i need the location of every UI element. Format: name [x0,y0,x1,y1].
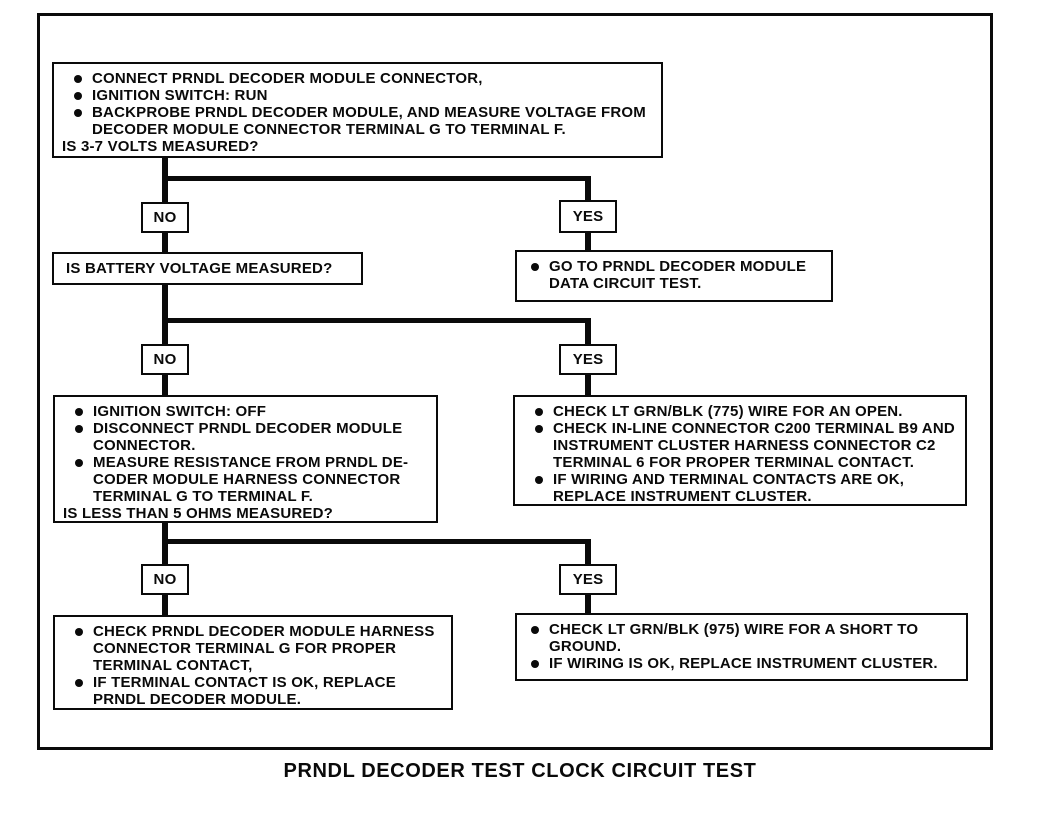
node-check-975-wire: CHECK LT GRN/BLK (975) WIRE FOR A SHORT … [515,613,968,681]
question-text: IS LESS THAN 5 OHMS MEASURED? [63,505,333,522]
branch-label-text: YES [572,351,604,368]
bullet-text: CHECK LT GRN/BLK (975) WIRE FOR A SHORT … [549,621,919,655]
bullet-icon [535,425,543,433]
bullet-text: IGNITION SWITCH: OFF [93,403,267,420]
bullet-text: CONNECT PRNDL DECODER MODULE CONNECTOR, [92,70,483,87]
bullet-item: MEASURE RESISTANCE FROM PRNDL DE-CODER M… [55,454,436,505]
question-text: IS 3-7 VOLTS MEASURED? [62,138,259,155]
connector-yes-stub-2 [585,318,591,346]
bullet-icon [531,263,539,271]
bullet-item: CHECK PRNDL DECODER MODULE HARNESS CONNE… [55,623,451,674]
bullet-text: IF WIRING IS OK, REPLACE INSTRUMENT CLUS… [549,655,938,672]
connector-no-drop-1 [162,231,168,255]
bullet-text: IF WIRING AND TERMINAL CONTACTS ARE OK, … [553,471,905,505]
connector-yes-drop-2 [585,373,591,397]
bullet-icon [74,109,82,117]
branch-label-text: YES [572,571,604,588]
bullet-icon [531,626,539,634]
bullet-text: DISCONNECT PRNDL DECODER MODULE CONNECTO… [93,420,403,454]
branch-label-text: YES [572,208,604,225]
bullet-item: CHECK IN-LINE CONNECTOR C200 TERMINAL B9… [515,420,965,471]
bullet-item: CHECK LT GRN/BLK (775) WIRE FOR AN OPEN. [515,403,965,420]
node-resistance-check: IGNITION SWITCH: OFF DISCONNECT PRNDL DE… [53,395,438,523]
bullet-item: CONNECT PRNDL DECODER MODULE CONNECTOR, [54,70,661,87]
connector-branch-1 [162,176,591,181]
bullet-icon [75,408,83,416]
connector-trunk-2 [162,283,168,346]
bullet-icon [74,75,82,83]
branch-label-no-3: NO [141,564,189,595]
branch-label-yes-1: YES [559,200,617,233]
bullet-item: DISCONNECT PRNDL DECODER MODULE CONNECTO… [55,420,436,454]
flowchart-title: PRNDL DECODER TEST CLOCK CIRCUIT TEST [283,760,757,782]
connector-branch-3 [162,539,591,544]
branch-label-text: NO [153,571,177,588]
bullet-icon [531,660,539,668]
bullet-text: BACKPROBE PRNDL DECODER MODULE, AND MEAS… [92,104,646,138]
connector-yes-drop-1 [585,231,591,252]
bullet-icon [535,408,543,416]
bullet-item: BACKPROBE PRNDL DECODER MODULE, AND MEAS… [54,104,661,138]
bullet-icon [75,628,83,636]
bullet-icon [75,679,83,687]
bullet-item: CHECK LT GRN/BLK (975) WIRE FOR A SHORT … [517,621,966,655]
connector-no-drop-3 [162,593,168,617]
branch-label-yes-3: YES [559,564,617,595]
branch-label-no-1: NO [141,202,189,233]
bullet-item: IF WIRING AND TERMINAL CONTACTS ARE OK, … [515,471,965,505]
bullet-icon [74,92,82,100]
connector-yes-stub-1 [585,176,591,202]
bullet-item: IF TERMINAL CONTACT IS OK, REPLACE PRNDL… [55,674,451,708]
bullet-text: GO TO PRNDL DECODER MODULE DATA CIRCUIT … [549,258,807,292]
bullet-item: IGNITION SWITCH: RUN [54,87,661,104]
node-check-terminal-contact: CHECK PRNDL DECODER MODULE HARNESS CONNE… [53,615,453,710]
bullet-item: GO TO PRNDL DECODER MODULE DATA CIRCUIT … [517,258,831,292]
bullet-text: IGNITION SWITCH: RUN [92,87,268,104]
branch-label-yes-2: YES [559,344,617,375]
node-start: CONNECT PRNDL DECODER MODULE CONNECTOR, … [52,62,663,158]
bullet-text: MEASURE RESISTANCE FROM PRNDL DE-CODER M… [93,454,409,505]
node-check-775-wire: CHECK LT GRN/BLK (775) WIRE FOR AN OPEN.… [513,395,967,506]
node-battery-check: IS BATTERY VOLTAGE MEASURED? [52,252,363,285]
bullet-icon [535,476,543,484]
branch-label-no-2: NO [141,344,189,375]
connector-yes-stub-3 [585,539,591,566]
connector-branch-2 [162,318,591,323]
bullet-text: IF TERMINAL CONTACT IS OK, REPLACE PRNDL… [93,674,396,708]
bullet-item: IF WIRING IS OK, REPLACE INSTRUMENT CLUS… [517,655,966,672]
bullet-text: CHECK IN-LINE CONNECTOR C200 TERMINAL B9… [553,420,955,471]
bullet-text: CHECK PRNDL DECODER MODULE HARNESS CONNE… [93,623,435,674]
branch-label-text: NO [153,209,177,226]
bullet-icon [75,459,83,467]
bullet-item: IGNITION SWITCH: OFF [55,403,436,420]
branch-label-text: NO [153,351,177,368]
connector-no-drop-2 [162,373,168,397]
question-text: IS BATTERY VOLTAGE MEASURED? [66,260,333,277]
bullet-text: CHECK LT GRN/BLK (775) WIRE FOR AN OPEN. [553,403,903,420]
bullet-icon [75,425,83,433]
node-goto-data-circuit-test: GO TO PRNDL DECODER MODULE DATA CIRCUIT … [515,250,833,302]
connector-yes-drop-3 [585,593,591,615]
